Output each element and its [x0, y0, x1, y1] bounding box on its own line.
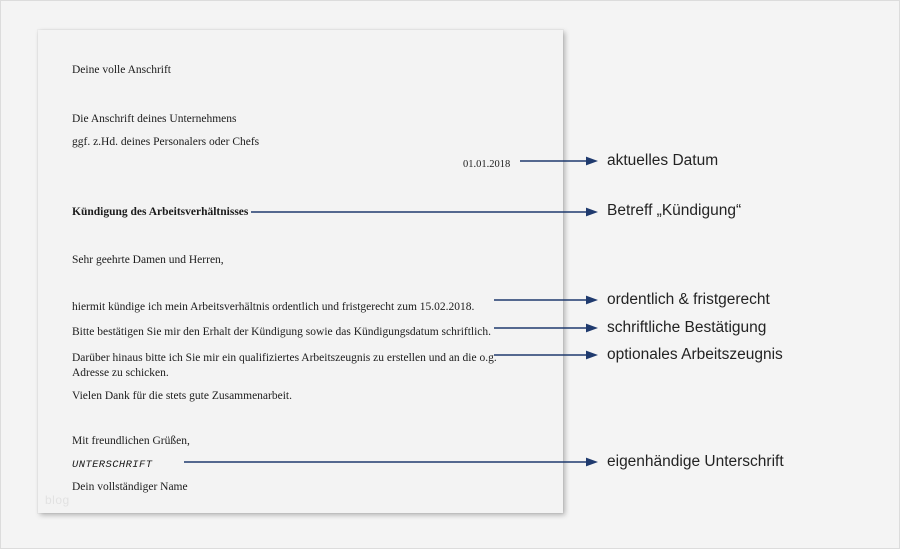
- sender-address: Deine volle Anschrift: [72, 64, 172, 76]
- arrow-to-subject: [251, 206, 598, 218]
- annotation-label-notice-period: ordentlich & fristgerecht: [607, 291, 770, 308]
- arrow-to-notice-period: [494, 294, 598, 306]
- closing-line: Mit freundlichen Grüßen,: [72, 435, 190, 447]
- arrow-to-date: [520, 155, 598, 167]
- letter-page: Deine volle Anschrift Die Anschrift dein…: [38, 30, 563, 513]
- annotation-label-reference-letter: optionales Arbeitszeugnis: [607, 346, 783, 363]
- signature-placeholder: UNTERSCHRIFT: [72, 459, 153, 471]
- annotation-label-date: aktuelles Datum: [607, 152, 719, 169]
- letter-date: 01.01.2018: [463, 159, 511, 170]
- letter-subject: Kündigung des Arbeitsverhältnisses: [72, 206, 249, 218]
- arrow-to-reference-letter: [494, 349, 598, 361]
- body-paragraph-2: Bitte bestätigen Sie mir den Erhalt der …: [72, 326, 492, 338]
- annotation-label-signature: eigenhändige Unterschrift: [607, 453, 784, 470]
- full-name: Dein vollständiger Name: [72, 481, 188, 493]
- blog-watermark: blog: [45, 493, 70, 507]
- salutation: Sehr geehrte Damen und Herren,: [72, 254, 224, 266]
- arrow-to-signature: [184, 456, 598, 468]
- arrow-to-confirmation: [494, 322, 598, 334]
- body-paragraph-3: Darüber hinaus bitte ich Sie mir ein qua…: [72, 352, 497, 379]
- annotation-label-confirmation: schriftliche Bestätigung: [607, 319, 767, 336]
- annotation-label-subject: Betreff „Kündigung“: [607, 202, 742, 219]
- body-paragraph-4: Vielen Dank für die stets gute Zusammena…: [72, 390, 292, 402]
- recipient-address: Die Anschrift deines Unternehmens: [72, 113, 237, 125]
- recipient-attention: ggf. z.Hd. deines Personalers oder Chefs: [72, 136, 260, 148]
- body-paragraph-1: hiermit kündige ich mein Arbeitsverhältn…: [72, 301, 475, 313]
